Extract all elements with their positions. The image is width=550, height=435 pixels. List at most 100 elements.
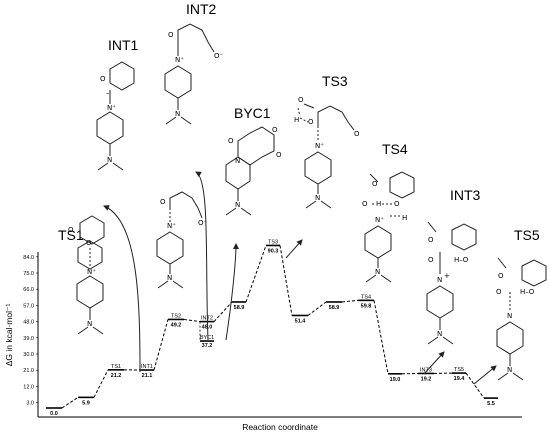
svg-text:+: +	[444, 272, 450, 280]
level-value-l4: 58.9	[329, 305, 340, 311]
structure-ts5: O O H–O N N	[496, 257, 547, 381]
level-value-l3: 51.4	[295, 318, 307, 324]
svg-text:O: O	[372, 180, 378, 188]
x-axis-title: Reaction coordinate	[242, 422, 318, 432]
y-tick-label: 66.0	[23, 287, 34, 293]
level-value-end: 5.5	[487, 401, 495, 407]
connector-line	[245, 245, 267, 303]
y-tick-group: 3.012.021.030.039.048.057.066.075.084.0	[23, 255, 38, 407]
label-byc1: BYC1	[234, 105, 271, 121]
label-ts5: TS5	[514, 227, 540, 243]
level-name-ts5: TS5	[454, 367, 464, 373]
svg-text:O: O	[86, 239, 92, 247]
svg-text:N⁺: N⁺	[375, 216, 384, 224]
structure-ts2: O O⁻ N⁺ N	[156, 191, 208, 289]
structure-int3: O O H–O + N N	[426, 221, 477, 345]
level-name-ts1: TS1	[111, 364, 121, 370]
svg-text:O: O	[168, 31, 174, 39]
svg-text:O: O	[428, 236, 434, 244]
svg-text:H: H	[376, 200, 381, 208]
connector-line	[465, 372, 485, 399]
svg-text:N: N	[167, 274, 172, 282]
arrow-ts5	[473, 365, 497, 385]
level-value-l5: 19.0	[390, 377, 401, 383]
svg-text:H: H	[402, 214, 407, 222]
svg-text:O: O	[498, 272, 504, 280]
connector-line	[341, 299, 359, 303]
level-value-ts3: 90.3	[268, 248, 279, 254]
svg-text:N: N	[235, 157, 240, 165]
level-value-ts1: 21.2	[111, 373, 122, 379]
svg-text:O: O	[308, 118, 314, 126]
connector-line	[153, 319, 169, 371]
level-name-ts4: TS4	[361, 294, 371, 300]
connector-line	[61, 396, 79, 409]
connector-line	[279, 245, 293, 316]
svg-text:N⁺: N⁺	[175, 56, 184, 64]
level-name-ts3: TS3	[268, 239, 278, 245]
label-ts4: TS4	[382, 141, 408, 157]
y-tick-label: 57.0	[23, 303, 34, 309]
svg-text:N: N	[437, 330, 442, 338]
level-value-l2: 58.9	[234, 305, 245, 311]
level-value-l1: 5.9	[82, 400, 90, 406]
svg-text:N: N	[375, 268, 380, 276]
svg-text:–: –	[106, 89, 110, 97]
pointer-arrows	[103, 171, 497, 385]
svg-text:O: O	[228, 137, 234, 145]
svg-text:N: N	[437, 276, 442, 284]
svg-text:O: O	[272, 126, 278, 134]
structure-int1: O – N⁺ N	[96, 61, 135, 171]
y-tick-label: 3.0	[26, 401, 34, 407]
structure-ts1: O O N⁺ N	[68, 215, 105, 335]
level-value-byc1: 37.2	[202, 343, 213, 349]
svg-text:N⁺: N⁺	[87, 268, 96, 276]
svg-text:H: H	[294, 116, 299, 124]
label-int2: INT2	[186, 1, 217, 17]
level-name-ts2: TS2	[171, 313, 181, 319]
structure-int2: O O⁻ N⁺ N	[164, 23, 224, 125]
y-tick-label: 39.0	[23, 336, 34, 342]
level-value-start: 0.0	[50, 411, 58, 417]
y-tick-label: 75.0	[23, 271, 34, 277]
level-name-int3: INT3	[420, 367, 432, 373]
level-value-int3: 19.2	[421, 376, 432, 382]
y-tick-label: 21.0	[23, 368, 34, 374]
y-tick-label: 30.0	[23, 352, 34, 358]
arrow-byc1	[225, 243, 239, 341]
arrow-int1	[103, 205, 141, 373]
svg-text:N: N	[507, 366, 512, 374]
svg-text:O: O	[354, 130, 360, 138]
level-value-ts4: 59.8	[361, 303, 372, 309]
label-ts3: TS3	[322, 73, 348, 89]
connector-line	[307, 301, 327, 316]
level-value-int1: 21.1	[142, 373, 153, 379]
svg-text:O⁻: O⁻	[214, 52, 224, 60]
svg-text:N: N	[235, 201, 240, 209]
connector-line	[183, 318, 201, 323]
svg-text:O⁻: O⁻	[198, 219, 208, 227]
svg-text:N⁺: N⁺	[107, 104, 116, 112]
svg-text:O: O	[496, 288, 502, 296]
plot-axes: 3.012.021.030.039.048.057.066.075.084.0 …	[4, 252, 522, 432]
svg-text:O: O	[160, 198, 166, 206]
label-int3: INT3	[450, 187, 481, 203]
structure-ts3: O O O H N⁺ N	[294, 96, 360, 209]
svg-text:N: N	[315, 194, 320, 202]
svg-text:O: O	[298, 96, 304, 104]
energy-profile: 0.05.9TS121.2INT121.1TS249.2INT248.0BYC1…	[46, 239, 498, 417]
connector-line	[373, 300, 389, 374]
level-value-ts5: 19.4	[454, 376, 466, 382]
arrow-ts3	[285, 239, 303, 259]
level-value-ts2: 49.2	[171, 322, 182, 328]
connector-line	[213, 301, 233, 322]
arrow-int2	[195, 171, 209, 341]
label-int1: INT1	[108, 37, 139, 53]
svg-text:N⁺: N⁺	[167, 222, 176, 230]
structure-byc1: O O O N N	[225, 126, 282, 216]
svg-text:O: O	[68, 226, 74, 234]
connector-line	[93, 369, 109, 398]
svg-text:O: O	[276, 151, 282, 159]
level-value-int2: 48.0	[202, 325, 213, 331]
